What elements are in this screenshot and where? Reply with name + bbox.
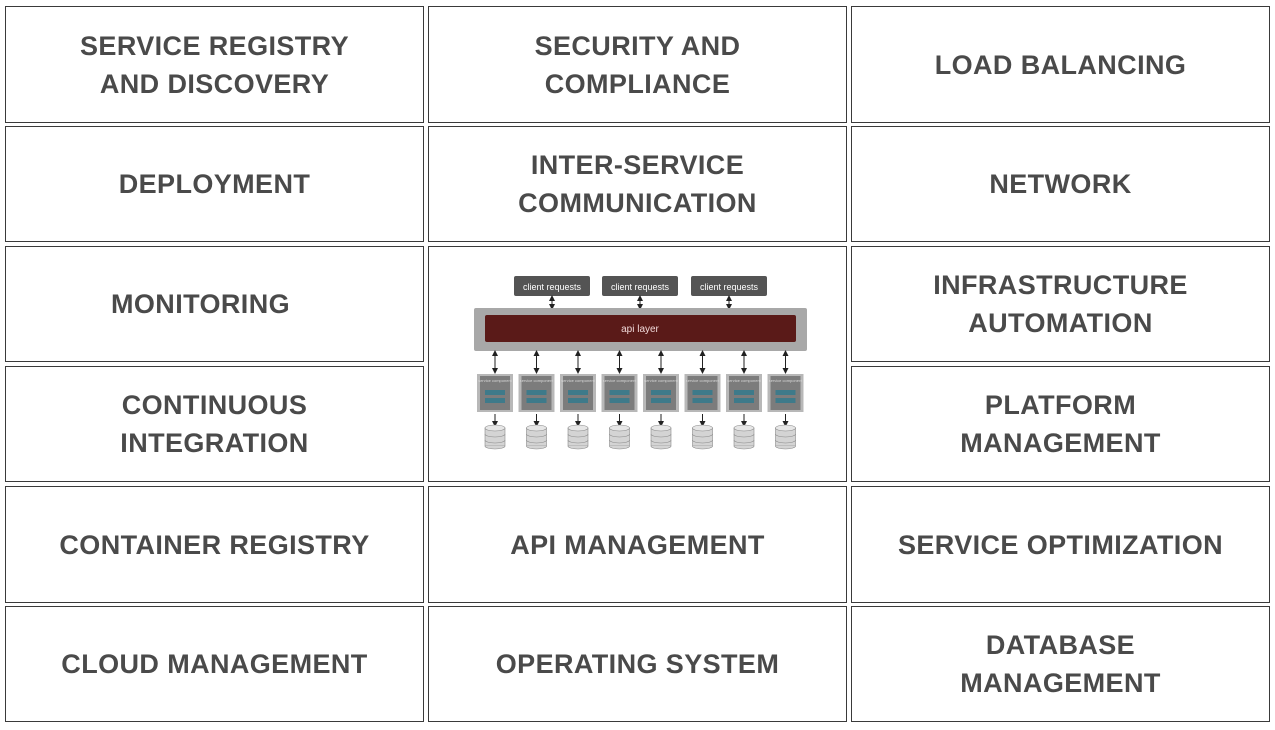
architecture-diagram-tile: client requests client requests client req… (428, 246, 847, 482)
database-icon (484, 424, 506, 450)
tile-monitoring: MONITORING (5, 246, 424, 362)
tile-label: API MANAGEMENT (510, 529, 765, 560)
database-icon (567, 424, 589, 450)
module-block (485, 398, 505, 403)
tile-label: SECURITY AND COMPLIANCE (534, 30, 741, 99)
service-component-label: service component (727, 378, 761, 383)
module-block (775, 390, 796, 395)
tile-label: PLATFORM MANAGEMENT (960, 390, 1161, 458)
database-icon (609, 424, 630, 450)
module-block (568, 398, 588, 403)
tile-infrastructure-automation: INFRASTRUCTURE AUTOMATION (851, 246, 1270, 362)
client-requests-box (691, 276, 767, 296)
database-icon (775, 424, 796, 450)
service-component-label: service component (644, 378, 678, 383)
tile-label: INTER-SERVICE COMMUNICATION (518, 150, 757, 218)
tile-label: CONTAINER REGISTRY (59, 529, 370, 560)
tile-database-management: DATABASE MANAGEMENT (851, 606, 1270, 722)
service-component-label: service component (603, 378, 637, 383)
module-block (568, 390, 588, 395)
client-requests-label: client requests (523, 282, 582, 292)
database-icon (526, 424, 547, 450)
architecture-diagram: client requests client requests client req… (474, 276, 807, 450)
tile-label: MONITORING (111, 289, 290, 319)
module-block (734, 398, 754, 403)
module-block (526, 390, 547, 395)
tile-label: OPERATING SYSTEM (495, 649, 780, 679)
module-block (526, 398, 547, 403)
tile-network: NETWORK (851, 126, 1270, 242)
tile-operating-system: OPERATING SYSTEM (428, 606, 847, 722)
module-block (609, 398, 630, 403)
module-block (609, 390, 630, 395)
database-icon (733, 424, 755, 450)
service-component-label: service component (478, 378, 512, 383)
tile-service-registry: SERVICE REGISTRY AND DISCOVERY (5, 6, 424, 123)
module-block (692, 398, 713, 403)
tile-label: CONTINUOUS INTEGRATION (120, 390, 309, 458)
client-requests-box (602, 276, 678, 296)
tile-security-compliance: SECURITY AND COMPLIANCE (428, 6, 847, 123)
tile-label: DEPLOYMENT (118, 169, 311, 199)
module-block (485, 390, 505, 395)
service-component-label: service component (769, 378, 803, 383)
module-block (651, 390, 671, 395)
tile-label: SERVICE OPTIMIZATION (897, 529, 1224, 560)
tile-service-optimization: SERVICE OPTIMIZATION (851, 486, 1270, 603)
client-requests-label: client requests (700, 282, 759, 292)
tile-label: NETWORK (989, 169, 1132, 199)
tile-label: DATABASE MANAGEMENT (960, 630, 1161, 698)
tile-continuous-integration: CONTINUOUS INTEGRATION (5, 366, 424, 482)
tile-cloud-management: CLOUD MANAGEMENT (5, 606, 424, 722)
module-block (651, 398, 671, 403)
service-component-label: service component (520, 378, 554, 383)
client-requests-label: client requests (611, 282, 670, 292)
service-component-label: service component (561, 378, 595, 383)
tile-label: CLOUD MANAGEMENT (61, 649, 368, 679)
module-block (692, 390, 713, 395)
tile-label: INFRASTRUCTURE AUTOMATION (933, 270, 1188, 338)
tile-deployment: DEPLOYMENT (5, 126, 424, 242)
database-icon (692, 424, 713, 450)
api-layer-bar (485, 315, 796, 342)
client-requests-box (514, 276, 590, 296)
database-icon (650, 424, 672, 450)
api-layer-label: api layer (621, 324, 659, 335)
tile-api-management: API MANAGEMENT (428, 486, 847, 603)
service-component-label: service component (686, 378, 720, 383)
tile-load-balancing: LOAD BALANCING (851, 6, 1270, 123)
module-block (775, 398, 796, 403)
tile-inter-service-communication: INTER-SERVICE COMMUNICATION (428, 126, 847, 242)
tile-label: SERVICE REGISTRY AND DISCOVERY (80, 30, 349, 99)
tile-platform-management: PLATFORM MANAGEMENT (851, 366, 1270, 482)
tile-label: LOAD BALANCING (934, 49, 1187, 80)
tile-container-registry: CONTAINER REGISTRY (5, 486, 424, 603)
module-block (734, 390, 754, 395)
